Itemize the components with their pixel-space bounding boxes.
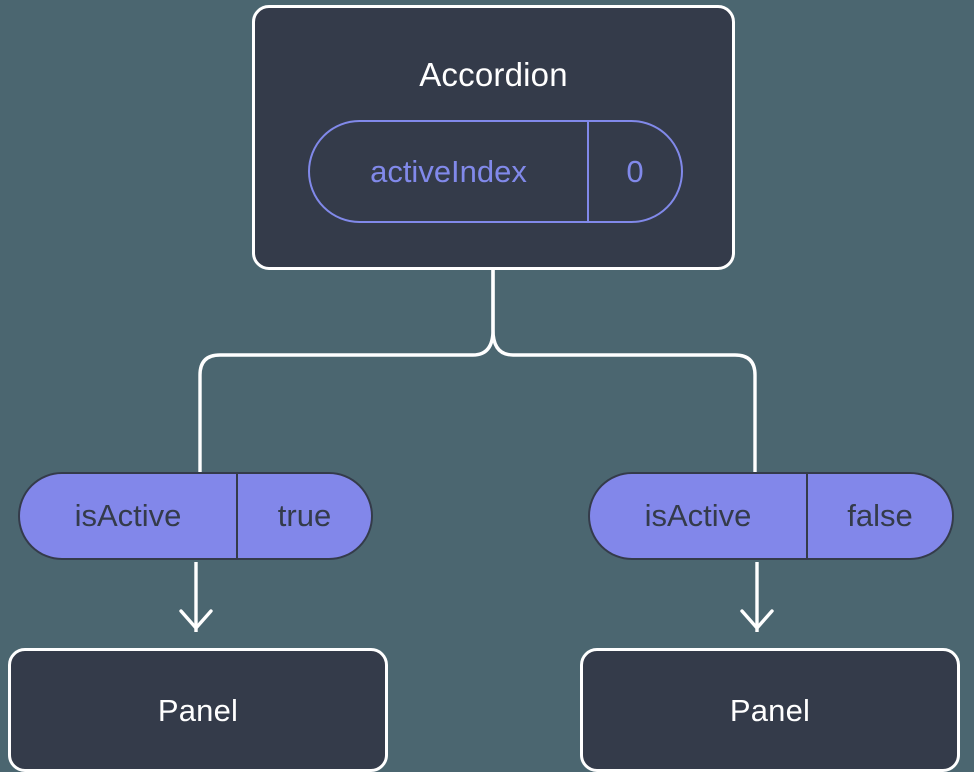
prop-pill-is-active-true[interactable]: isActive true [18,472,373,560]
connector-accordion-to-branches [491,268,757,474]
accordion-title: Accordion [419,56,568,93]
prop-pill-key: isActive [20,474,238,558]
component-node-panel-left[interactable]: Panel [8,648,388,772]
state-pill-key: activeIndex [310,122,589,221]
down-arrow-icon-left [179,562,213,632]
prop-pill-value: false [847,498,913,533]
panel-left-title: Panel [157,693,239,728]
component-node-panel-right[interactable]: Panel [580,648,960,772]
prop-pill-value: true [277,498,332,533]
prop-pill-key: isActive [590,474,808,558]
component-node-accordion[interactable]: Accordion activeIndex 0 [252,5,735,270]
panel-right-title: Panel [729,693,811,728]
connector-accordion-to-branch-left [198,268,495,474]
state-pill-active-index[interactable]: activeIndex 0 [308,120,683,223]
state-pill-value: 0 [626,153,644,189]
prop-pill-is-active-false[interactable]: isActive false [588,472,954,560]
down-arrow-icon-right [740,562,774,632]
